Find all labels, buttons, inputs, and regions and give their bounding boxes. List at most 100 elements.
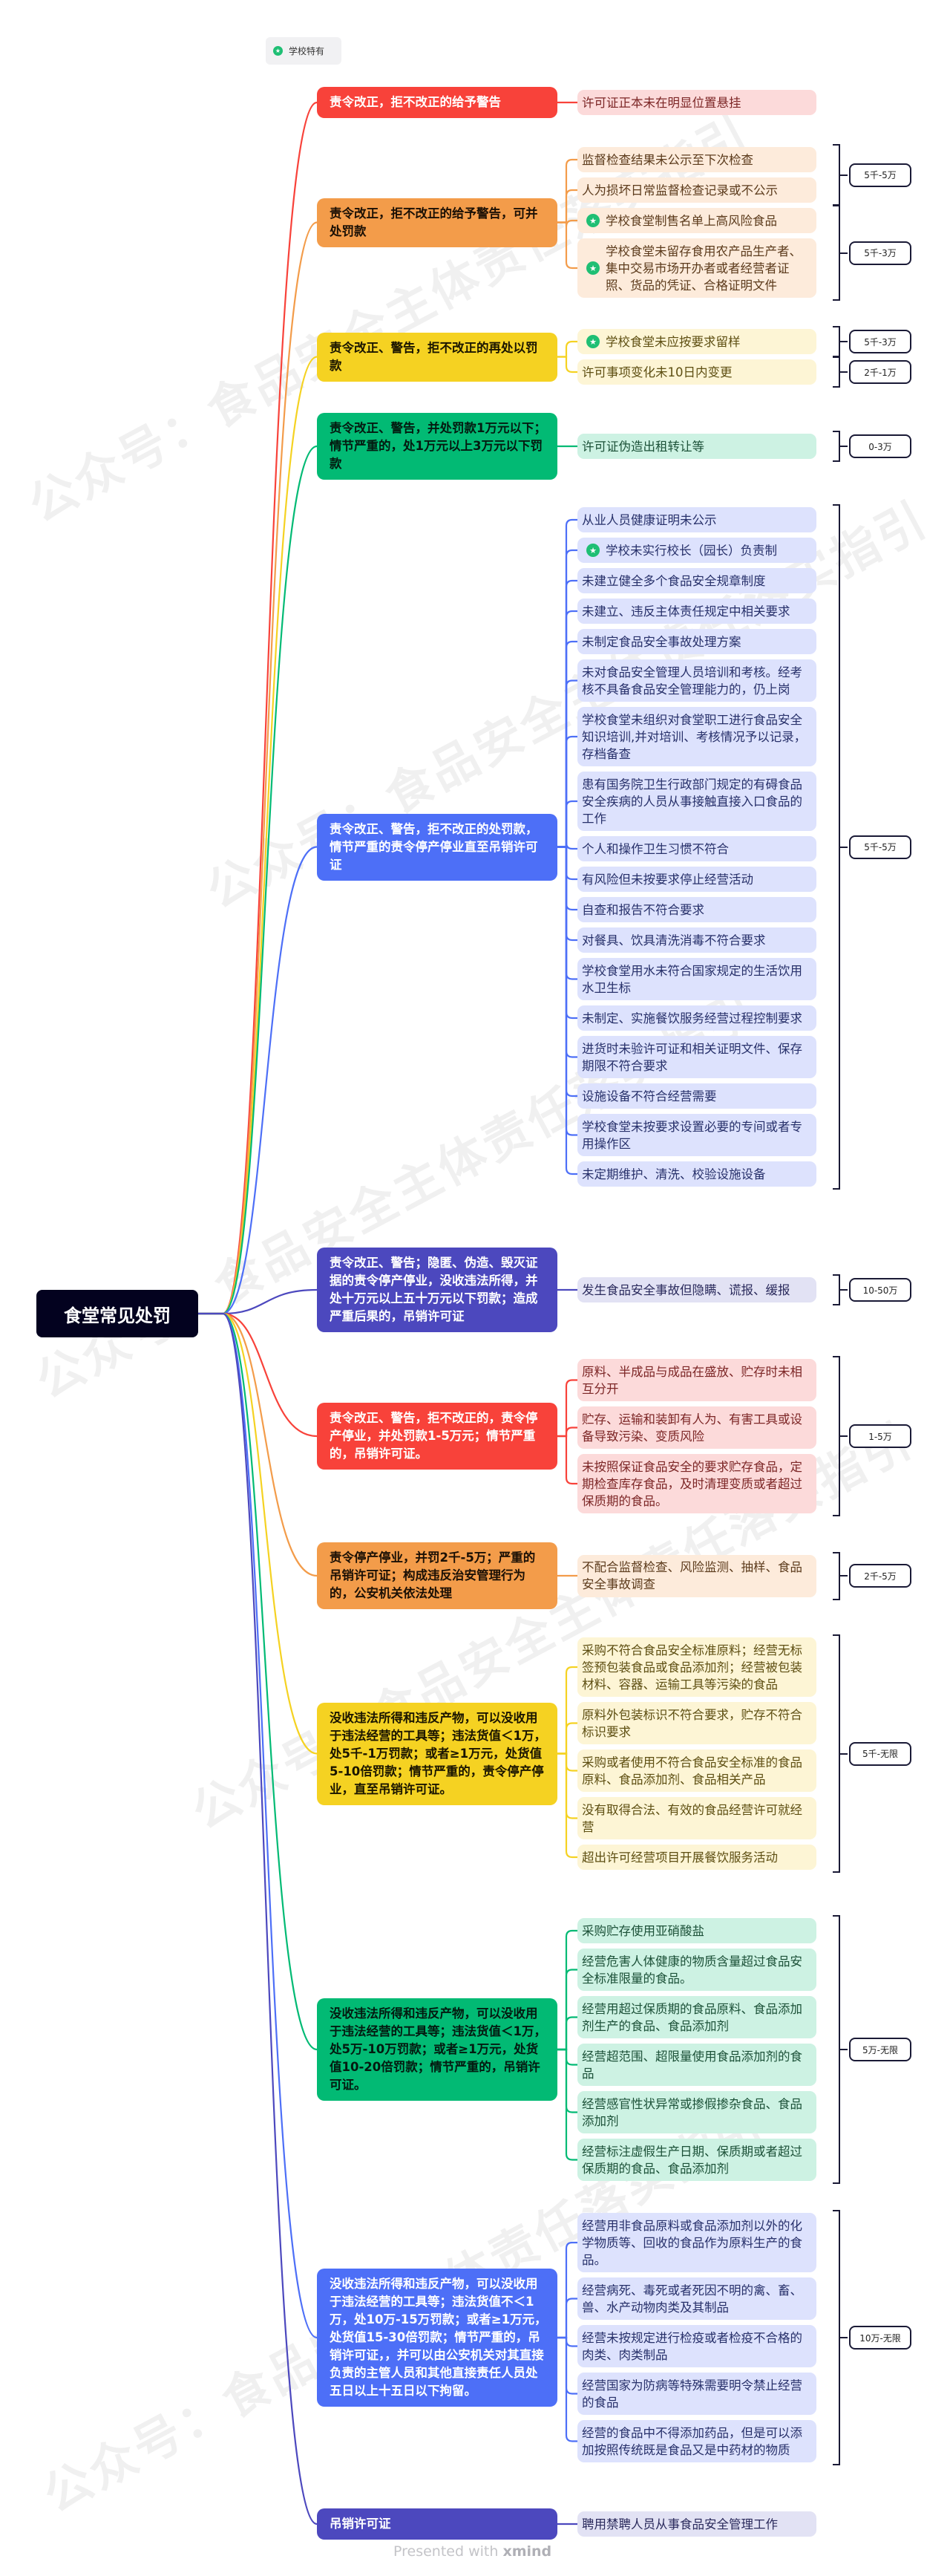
subtopic-label: 学校食堂未留存食用农产品生产者、集中交易市场开办者或者经营者证照、货品的凭证、合…: [606, 244, 802, 293]
subtopic-list: ★学校食堂未应按要求留样许可事项变化未10日内变更: [577, 329, 816, 385]
branch-topic[interactable]: 责令停产停业，并罚2千-5万；严重的吊销许可证；构成违反治安管理行为的，公安机关…: [317, 1542, 557, 1609]
subtopic[interactable]: 经营标注虚假生产日期、保质期或者超过保质期的食品、食品添加剂: [577, 2139, 816, 2181]
connector-line: [198, 846, 318, 1315]
subtopic[interactable]: 原料、半成品与成品在盛放、贮存时未相互分开: [577, 1359, 816, 1401]
subtopic[interactable]: ★学校食堂制售名单上高风险食品: [577, 208, 816, 233]
connector-line: [557, 1426, 577, 1438]
subtopic[interactable]: 经营国家为防病等特殊需要明令禁止经营的食品: [577, 2373, 816, 2415]
fine-range-badge[interactable]: 5万-无限: [849, 2038, 911, 2061]
fine-range-badge[interactable]: 10-50万: [849, 1278, 911, 1302]
subtopic-label: 聘用禁聘人员从事食品安全管理工作: [582, 2517, 778, 2531]
subtopic[interactable]: 学校食堂未按要求设置必要的专间或者专用操作区: [577, 1114, 816, 1156]
subtopic[interactable]: 经营未按规定进行检疫或者检疫不合格的肉类、肉类制品: [577, 2325, 816, 2367]
subtopic-label: 人为损坏日常监督检查记录或不公示: [582, 183, 778, 198]
subtopic[interactable]: 发生食品安全事故但隐瞒、谎报、缓报: [577, 1277, 816, 1302]
fine-range-badge[interactable]: 5千-无限: [849, 1741, 911, 1766]
subtopic[interactable]: 患有国务院卫生行政部门规定的有碍食品安全疾病的人员从事接触直接入口食品的工作: [577, 772, 816, 831]
fine-range-badge[interactable]: 5千-5万: [849, 835, 911, 859]
branch-topic[interactable]: 没收违法所得和违反产物，可以没收用于违法经营的工具等；违法货值＜1万，处5千-1…: [317, 1702, 557, 1805]
subtopic[interactable]: 没有取得合法、有效的食品经营许可就经营: [577, 1797, 816, 1839]
subtopic[interactable]: 学校食堂用水未符合国家规定的生活饮用水卫生标: [577, 958, 816, 1000]
subtopic[interactable]: 有风险但未按要求停止经营活动: [577, 867, 816, 892]
branch-topic[interactable]: 责令改正、警告，拒不改正的，责令停产停业，并处罚款1-5万元；情节严重的，吊销许…: [317, 1403, 557, 1470]
subtopic[interactable]: 经营用非食品原料或食品添加剂以外的化学物质等、回收的食品作为原料生产的食品。: [577, 2213, 816, 2272]
branch-6: 责令改正、警告；隐匿、伪造、毁灭证据的责令停产停业，没收违法所得，并处十万元以上…: [317, 1248, 851, 1332]
subtopic-label: 经营的食品中不得添加药品，但是可以添加按照传统既是食品又是中药材的物质: [582, 2425, 802, 2457]
subtopic-label: 有风险但未按要求停止经营活动: [582, 872, 753, 887]
subtopic[interactable]: 超出许可经营项目开展餐饮服务活动: [577, 1845, 816, 1870]
subtopic[interactable]: 监督检查结果未公示至下次检查: [577, 147, 816, 172]
subtopic[interactable]: 未定期维护、清洗、校验设施设备: [577, 1161, 816, 1187]
subtopic[interactable]: 采购或者使用不符合食品安全标准的食品原料、食品添加剂、食品相关产品: [577, 1750, 816, 1792]
subtopic[interactable]: 未对食品安全管理人员培训和考核。经考核不具备食品安全管理能力的，仍上岗: [577, 659, 816, 702]
subtopic[interactable]: ★学校未实行校长（园长）负责制: [577, 538, 816, 563]
subtopic-list: 许可证正本未在明显位置悬挂: [577, 90, 816, 115]
subtopic[interactable]: 人为损坏日常监督检查记录或不公示: [577, 177, 816, 203]
connector-line: [557, 1379, 577, 1438]
branch-topic[interactable]: 责令改正、警告，并处罚款1万元以下；情节严重的，处1万元以上3万元以下罚款: [317, 413, 557, 480]
branch-topic[interactable]: 没收违法所得和违反产物，可以没收用于违法经营的工具等；违法货值＜1万，处5万-1…: [317, 1998, 557, 2101]
fine-range-badge[interactable]: 0-3万: [849, 434, 911, 458]
subtopic[interactable]: 从业人员健康证明未公示: [577, 507, 816, 532]
fine-range-badge[interactable]: 5千-3万: [849, 330, 911, 353]
range-bracket: [833, 205, 848, 301]
branch-topic[interactable]: 责令改正、警告，拒不改正的再处以罚款: [317, 332, 557, 382]
branch-topic[interactable]: 责令改正、警告，拒不改正的处罚款，情节严重的责令停产停业直至吊销许可证: [317, 813, 557, 881]
connector-line: [557, 1752, 577, 1859]
branch-topic[interactable]: 责令改正，拒不改正的给予警告，可并处罚款: [317, 198, 557, 247]
subtopic-label: 未建立健全多个食品安全规章制度: [582, 573, 766, 588]
connector-line: [198, 1312, 318, 2526]
subtopic-label: 学校食堂未组织对食堂职工进行食品安全知识培训,并对培训、考核情况予以记录，存档备…: [582, 712, 807, 761]
subtopic[interactable]: 经营危害人体健康的物质含量超过食品安全标准限量的食品。: [577, 1949, 816, 1991]
subtopic[interactable]: 采购不符合食品安全标准原料；经营无标签预包装食品或食品添加剂；经营被包装材料、容…: [577, 1637, 816, 1697]
branch-topic[interactable]: 责令改正、警告；隐匿、伪造、毁灭证据的责令停产停业，没收违法所得，并处十万元以上…: [317, 1248, 557, 1332]
fine-range-badge[interactable]: 10万-无限: [849, 2326, 911, 2350]
subtopic[interactable]: 原料外包装标识不符合要求，贮存不符合标识要求: [577, 1702, 816, 1744]
fine-range-badge[interactable]: 5千-3万: [849, 241, 911, 265]
subtopic[interactable]: 未建立、违反主体责任规定中相关要求: [577, 599, 816, 624]
branch-2: 责令改正，拒不改正的给予警告，可并处罚款 监督检查结果未公示至下次检查人为损坏日常…: [317, 147, 851, 298]
connector-line: [198, 1312, 318, 2051]
subtopic[interactable]: 贮存、运输和装卸有人为、有害工具或设备导致污染、变质风险: [577, 1406, 816, 1449]
subtopic[interactable]: ★ 学校食堂未留存食用农产品生产者、集中交易市场开办者或者经营者证照、货品的凭证、…: [577, 238, 816, 298]
branch-topic[interactable]: 责令改正，拒不改正的给予警告: [317, 87, 557, 118]
root-topic[interactable]: 食堂常见处罚: [36, 1290, 198, 1337]
subtopic[interactable]: 许可证正本未在明显位置悬挂: [577, 90, 816, 115]
branch-8: 责令停产停业，并罚2千-5万；严重的吊销许可证；构成违反治安管理行为的，公安机关…: [317, 1542, 851, 1609]
subtopic[interactable]: 未建立健全多个食品安全规章制度: [577, 568, 816, 593]
branch-topic[interactable]: 没收违法所得和违反产物，可以没收用于违法经营的工具等；违法货值不＜1万，处10万…: [317, 2269, 557, 2407]
subtopic[interactable]: 设施设备不符合经营需要: [577, 1083, 816, 1109]
star-badge-icon: ★: [586, 261, 600, 275]
subtopic[interactable]: 进货时未验许可证和相关证明文件、保存期限不符合要求: [577, 1036, 816, 1078]
fine-range-badge[interactable]: 1-5万: [849, 1424, 911, 1448]
subtopic[interactable]: 许可事项变化未10日内变更: [577, 359, 816, 385]
subtopic[interactable]: 不配合监督检查、风险监测、抽样、食品安全事故调查: [577, 1554, 816, 1597]
subtopic[interactable]: 经营病死、毒死或者死因不明的禽、畜、兽、水产动物肉类及其制品: [577, 2277, 816, 2320]
fine-range-badge[interactable]: 2千-1万: [849, 360, 911, 384]
legend: ★ 学校特有: [266, 37, 341, 65]
fine-range-badge[interactable]: 5千-5万: [849, 163, 911, 187]
subtopic[interactable]: 学校食堂未组织对食堂职工进行食品安全知识培训,并对培训、考核情况予以记录，存档备…: [577, 707, 816, 766]
subtopic[interactable]: ★学校食堂未应按要求留样: [577, 329, 816, 354]
subtopic[interactable]: 未按照保证食品安全的要求贮存食品，定期检查库存食品，及时清理变质或者超过保质期的…: [577, 1454, 816, 1513]
subtopic[interactable]: 未制定食品安全事故处理方案: [577, 629, 816, 654]
connector-line: [557, 356, 577, 374]
subtopic[interactable]: 个人和操作卫生习惯不符合: [577, 836, 816, 861]
subtopic[interactable]: 经营超范围、超限量使用食品添加剂的食品: [577, 2044, 816, 2086]
subtopic-label: 监督检查结果未公示至下次检查: [582, 152, 753, 167]
fine-range-badge[interactable]: 2千-5万: [849, 1564, 911, 1588]
subtopic-label: 采购不符合食品安全标准原料；经营无标签预包装食品或食品添加剂；经营被包装材料、容…: [582, 1643, 802, 1692]
subtopic[interactable]: 采购贮存使用亚硝酸盐: [577, 1918, 816, 1943]
subtopic[interactable]: 自查和报告不符合要求: [577, 897, 816, 922]
subtopic[interactable]: 经营的食品中不得添加药品，但是可以添加按照传统既是食品又是中药材的物质: [577, 2420, 816, 2462]
subtopic-label: 经营病死、毒死或者死因不明的禽、畜、兽、水产动物肉类及其制品: [582, 2283, 802, 2315]
branch-topic[interactable]: 吊销许可证: [317, 2508, 557, 2540]
subtopic-list: 不配合监督检查、风险监测、抽样、食品安全事故调查: [577, 1554, 816, 1597]
subtopic[interactable]: 聘用禁聘人员从事食品安全管理工作: [577, 2511, 816, 2537]
subtopic[interactable]: 经营用超过保质期的食品原料、食品添加剂生产的食品、食品添加剂: [577, 1996, 816, 2038]
subtopic[interactable]: 对餐具、饮具清洗消毒不符合要求: [577, 927, 816, 953]
subtopic-label: 不配合监督检查、风险监测、抽样、食品安全事故调查: [582, 1560, 802, 1591]
subtopic[interactable]: 经营感官性状异常或掺假掺杂食品、食品添加剂: [577, 2091, 816, 2133]
subtopic[interactable]: 未制定、实施餐饮服务经营过程控制要求: [577, 1005, 816, 1031]
subtopic[interactable]: 许可证伪造出租转让等: [577, 434, 816, 459]
